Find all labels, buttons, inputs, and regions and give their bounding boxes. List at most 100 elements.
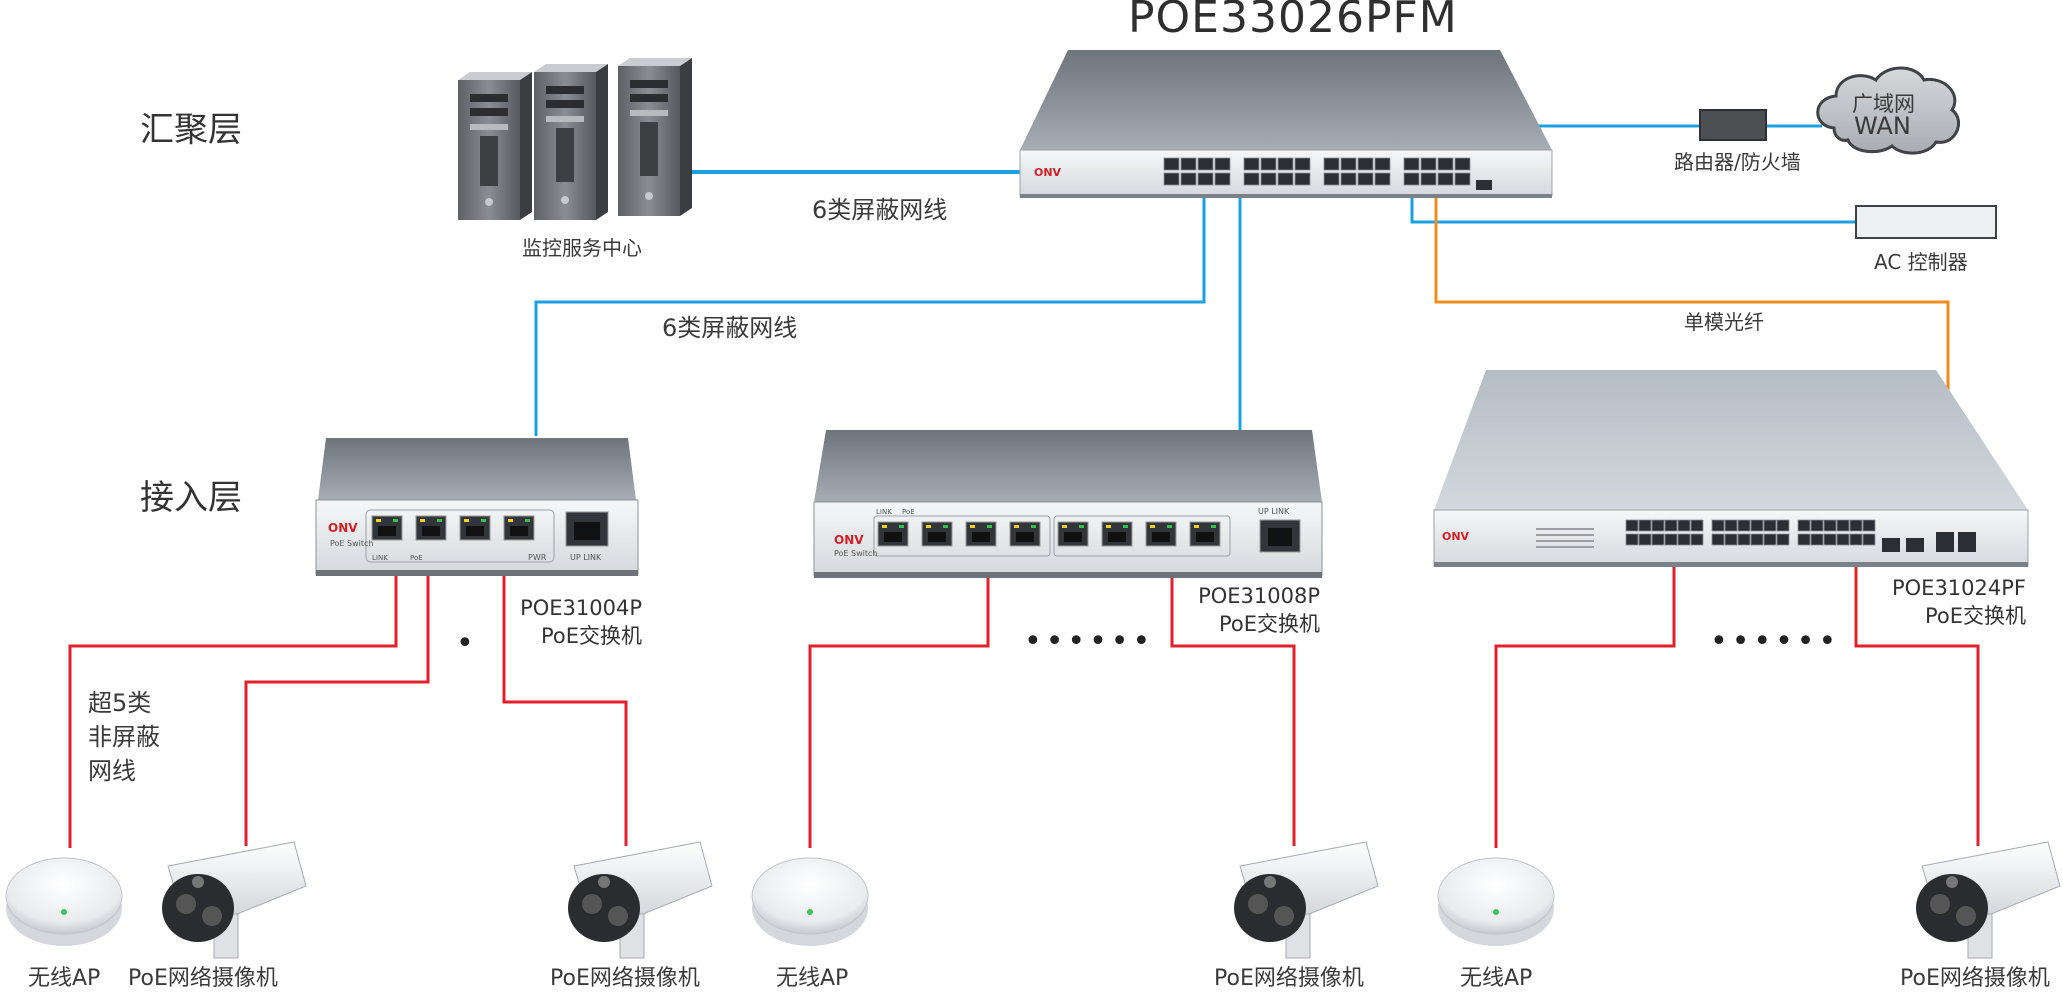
port — [1750, 519, 1764, 532]
camera-device-3 — [1234, 841, 1379, 959]
port — [1323, 172, 1340, 186]
port — [1711, 519, 1725, 532]
core-switch-brand: ONV — [1034, 166, 1062, 179]
port — [1294, 157, 1311, 171]
port — [1180, 172, 1197, 186]
ac-controller-device — [1855, 205, 1997, 239]
cable-s3-cam — [1854, 548, 1980, 846]
port — [1437, 157, 1454, 171]
port — [1849, 533, 1863, 546]
port — [1420, 172, 1437, 186]
port — [1776, 533, 1790, 546]
s3-model: POE31024PF — [1891, 576, 2026, 600]
s1-model-label: POE31004P PoE交换机 — [514, 594, 642, 650]
cable-note-line3: 网线 — [88, 757, 136, 785]
s2-brand: ONV — [834, 533, 864, 547]
cable-s2-ap — [808, 560, 990, 848]
router-device — [1699, 109, 1767, 141]
s3-led-grid — [1536, 528, 1594, 548]
port — [1243, 157, 1260, 171]
cable-s1-ap — [68, 556, 398, 848]
s1-desc: PoE交换机 — [540, 624, 642, 648]
access-layer-label: 接入层 — [140, 478, 242, 518]
port — [1724, 533, 1738, 546]
port — [1797, 533, 1811, 546]
cables — [68, 124, 1980, 848]
port — [1374, 157, 1391, 171]
port — [1737, 519, 1751, 532]
port — [1862, 519, 1876, 532]
camera-label-1: PoE网络摄像机 — [128, 966, 278, 991]
access-switch-1: ONV PoE Switch LINK PoE PWR UP LINK — [315, 438, 639, 576]
cable-s1-cam1 — [244, 556, 430, 846]
core-switch-title: POE33026PFM — [1128, 0, 1458, 43]
ellipsis-s3: •••••• — [1710, 624, 1841, 659]
port — [1836, 519, 1850, 532]
port — [1163, 172, 1180, 186]
wan-line2: WAN — [1854, 112, 1911, 140]
port — [1823, 533, 1837, 546]
camera-device-4 — [1916, 841, 2061, 959]
core-switch-ports — [1163, 157, 1471, 186]
port — [1862, 533, 1876, 546]
server-rack — [458, 58, 692, 220]
server-label: 监控服务中心 — [522, 236, 642, 260]
s1-port-link: LINK — [372, 554, 388, 562]
ap-device-3 — [1437, 857, 1555, 946]
cable-s3-ap — [1494, 548, 1676, 848]
port — [1724, 519, 1738, 532]
access-switch-2: ONV PoE Switch LINK PoE UP LINK — [813, 430, 1323, 578]
cable-s1-cam2 — [502, 556, 628, 846]
s3-ports — [1625, 519, 1876, 546]
port — [1737, 533, 1751, 546]
ellipsis-s2: •••••• — [1024, 624, 1155, 659]
port — [1357, 157, 1374, 171]
s1-model: POE31004P — [520, 596, 642, 620]
port — [1277, 157, 1294, 171]
cable-core-s1 — [534, 188, 1206, 436]
port — [1750, 533, 1764, 546]
ap-label-1: 无线AP — [28, 966, 101, 991]
core-switch: ONV — [1019, 50, 1553, 198]
port — [1638, 519, 1652, 532]
port — [1243, 172, 1260, 186]
camera-label-4: PoE网络摄像机 — [1900, 966, 2050, 991]
port — [1849, 519, 1863, 532]
camera-device-1 — [162, 841, 307, 959]
port — [1625, 533, 1639, 546]
s2-model-label: POE31008P PoE交换机 — [1192, 582, 1320, 638]
port — [1323, 157, 1340, 171]
port — [1651, 533, 1665, 546]
port — [1797, 519, 1811, 532]
ac-controller-label: AC 控制器 — [1874, 250, 1968, 274]
port — [1651, 519, 1665, 532]
s2-desc: PoE交换机 — [1218, 612, 1320, 636]
cable-note: 超5类 非屏蔽 网线 — [88, 686, 160, 788]
port — [1163, 157, 1180, 171]
port — [1403, 172, 1420, 186]
port — [1197, 172, 1214, 186]
port — [1711, 533, 1725, 546]
ap-device-2 — [751, 857, 869, 946]
port — [1763, 533, 1777, 546]
ap-label-2: 无线AP — [776, 966, 849, 991]
port — [1294, 172, 1311, 186]
s1-port-poe: PoE — [410, 554, 423, 562]
port — [1454, 172, 1471, 186]
port — [1690, 519, 1704, 532]
s1-uplink: UP LINK — [570, 553, 602, 562]
port — [1836, 533, 1850, 546]
port — [1403, 157, 1420, 171]
port — [1823, 519, 1837, 532]
port — [1277, 172, 1294, 186]
s1-pwr: PWR — [528, 553, 547, 562]
port — [1638, 533, 1652, 546]
port — [1690, 533, 1704, 546]
port — [1340, 172, 1357, 186]
port — [1357, 172, 1374, 186]
port — [1454, 157, 1471, 171]
s3-brand: ONV — [1442, 530, 1470, 543]
port — [1420, 157, 1437, 171]
s1-brand: ONV — [328, 521, 358, 535]
